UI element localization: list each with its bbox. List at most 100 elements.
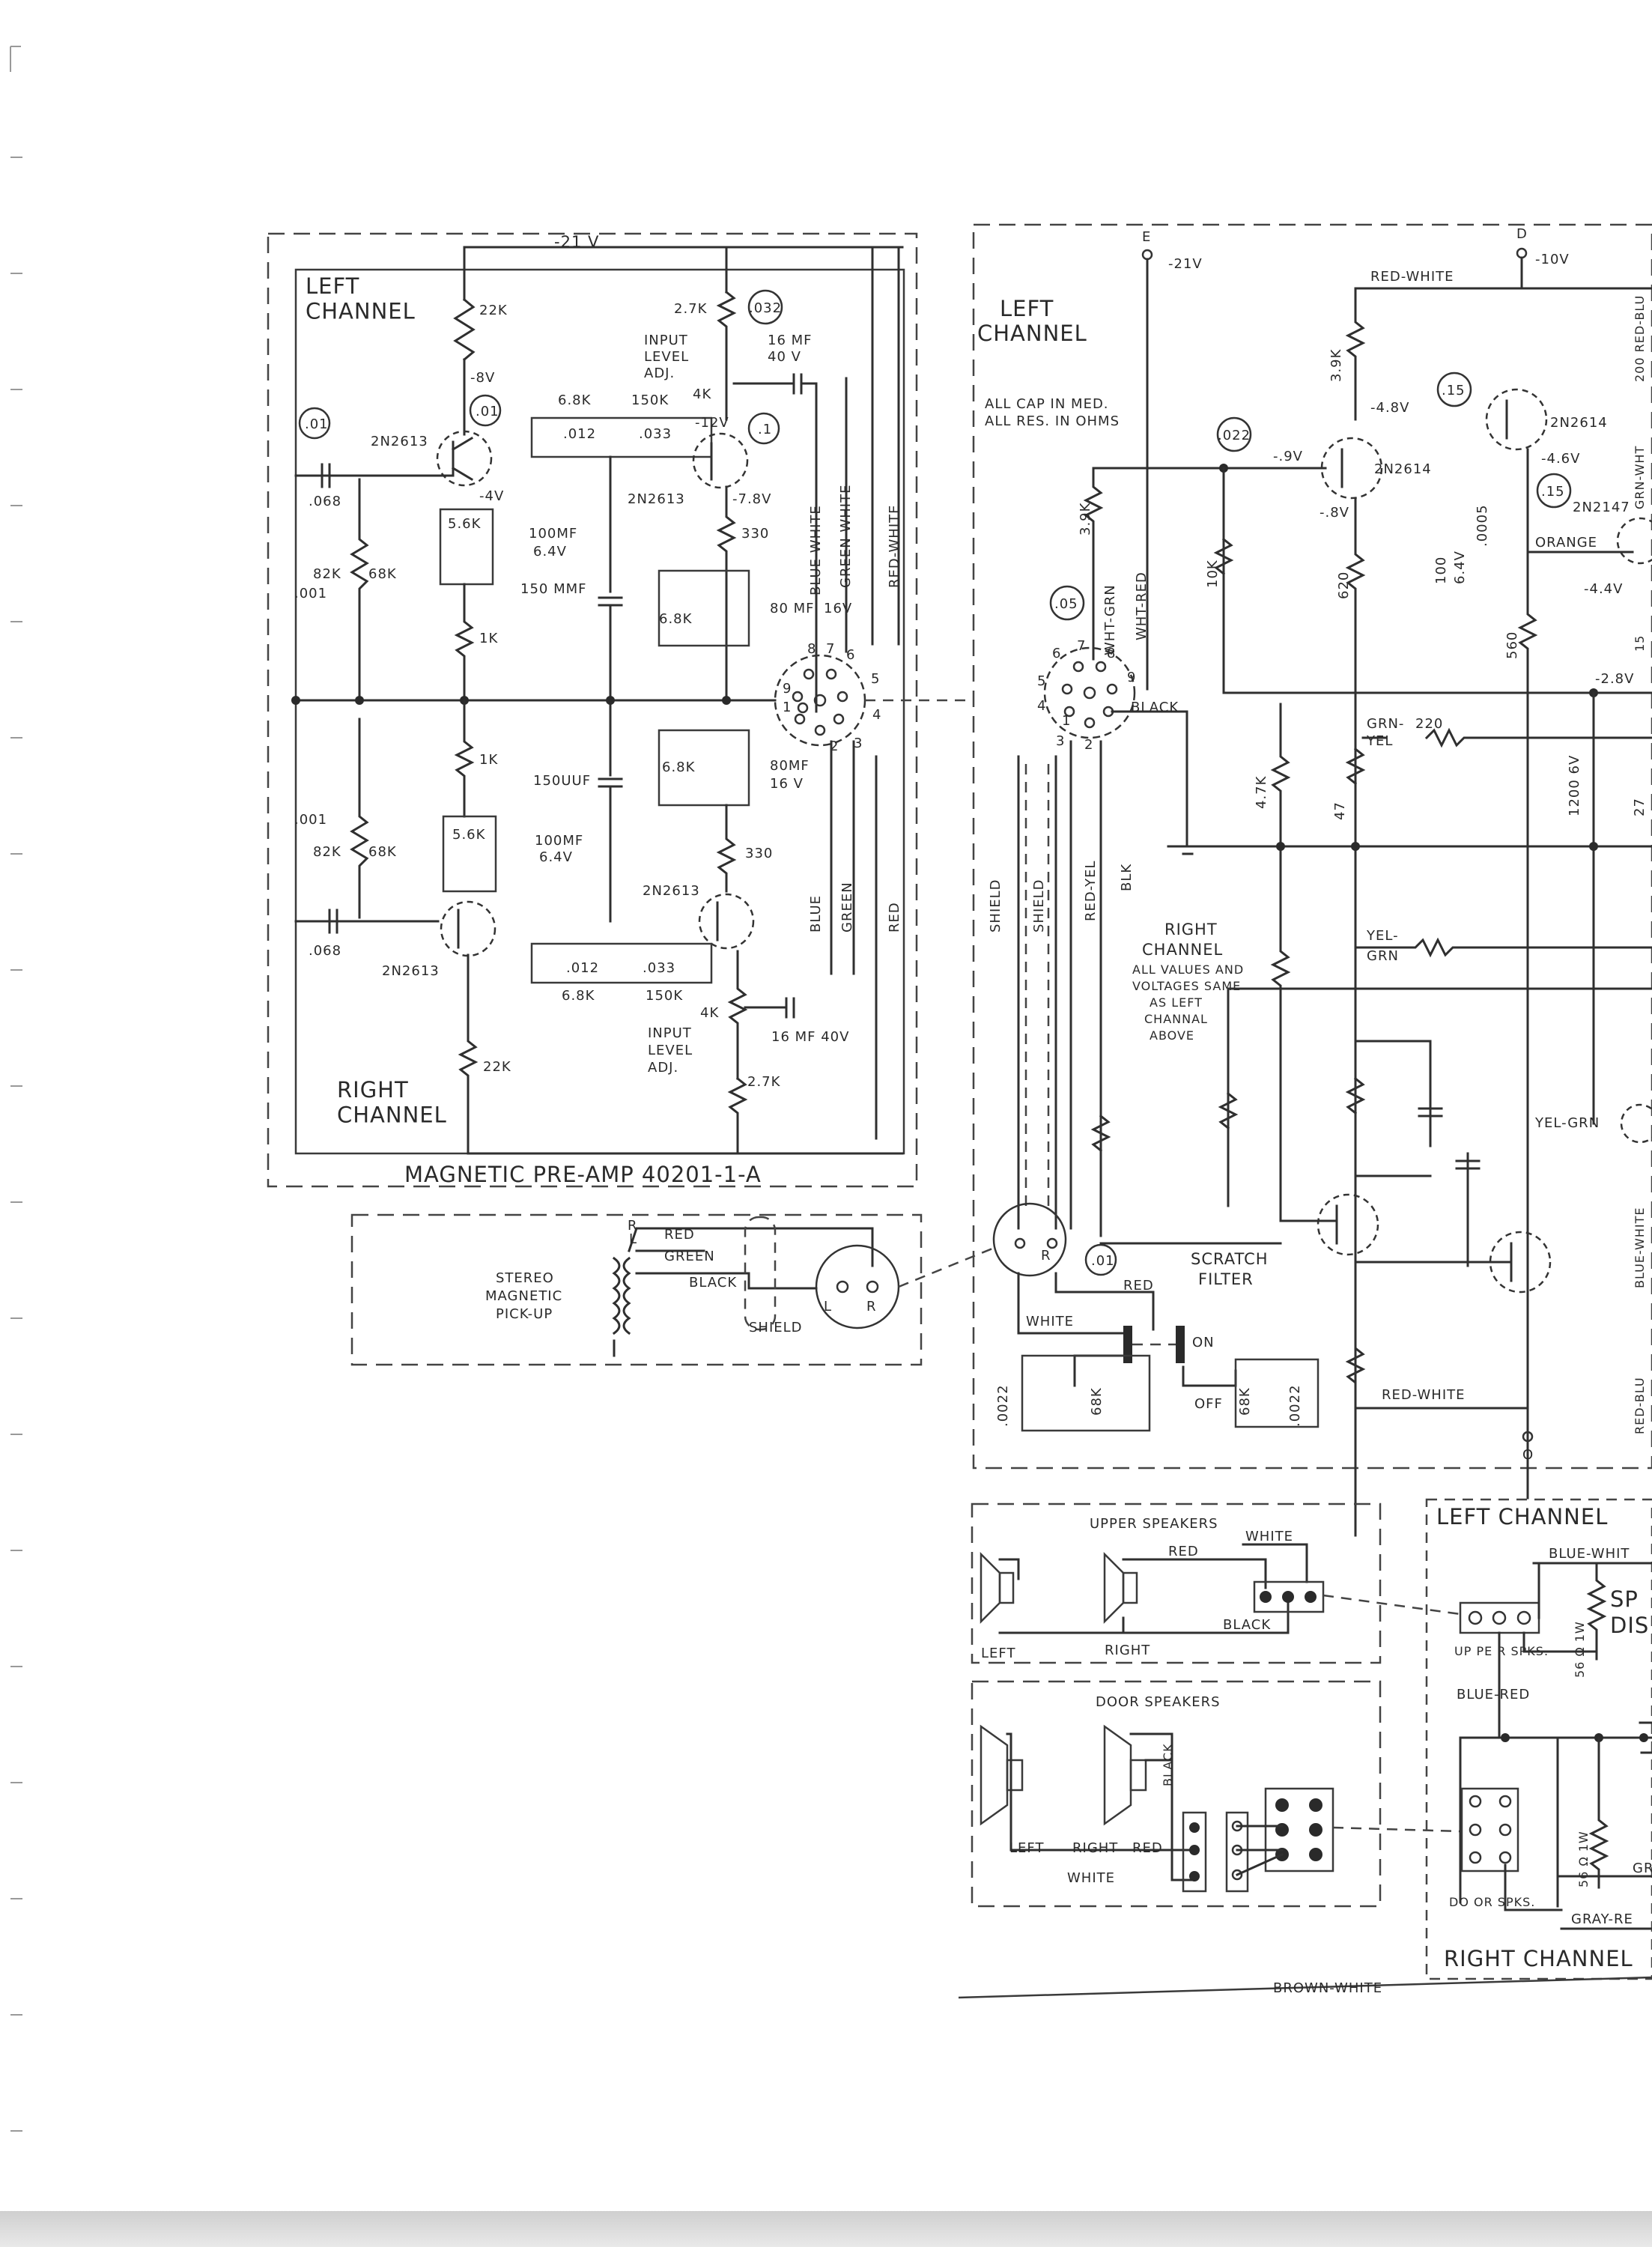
amp-r10k-label: 10K	[1205, 560, 1221, 588]
amp-v8-label: -.8V	[1320, 505, 1349, 521]
preamp-r1kb-label: 1K	[479, 752, 498, 768]
amp-red-yel-label: RED-YEL	[1083, 861, 1099, 922]
pickup-shield-label: SHIELD	[749, 1320, 803, 1335]
preamp-c150uuf-label: 150UUF	[533, 773, 591, 789]
amp-wht-red-label: WHT-RED	[1134, 571, 1150, 640]
amp-v44-label: -4.4V	[1584, 581, 1623, 597]
preamp-c001b-label: .001	[294, 812, 327, 828]
preamp-pin4-label: 4	[872, 707, 881, 723]
amp-right-channel-line6: CHANNAL	[1144, 1012, 1208, 1026]
amp-blk-label: BLK	[1119, 864, 1135, 891]
selector-dis-label: DIS	[1610, 1613, 1649, 1638]
amp-pin9-label: 9	[1127, 670, 1136, 685]
preamp-wire-red: RED	[887, 902, 902, 933]
amp-pin2-label: 2	[1084, 737, 1093, 753]
preamp-pin2-label: 2	[830, 739, 839, 754]
pickup-red-label: RED	[664, 1227, 695, 1243]
amp-e-terminal-label: E	[1142, 229, 1151, 245]
selector-blue-white-label: BLUE-WHIT	[1549, 1546, 1630, 1562]
door-speakers-left-label: LEFT	[1009, 1840, 1044, 1856]
amp-v10-label: -10V	[1535, 252, 1570, 267]
pickup-section: STEREO MAGNETIC PICK-UP R L RED GREEN BL…	[350, 1213, 997, 1366]
preamp-pin6-label: 6	[846, 647, 855, 663]
amp-right-channel-line4: VOLTAGES SAME	[1132, 979, 1241, 993]
amp-r68ka-label: 68K	[1089, 1387, 1105, 1416]
selector-r56b-label: 56 Ω 1W	[1576, 1831, 1591, 1887]
amp-yel-grn2-label: YEL-GRN	[1534, 1115, 1600, 1131]
amp-right-channel-line2: CHANNEL	[1142, 941, 1223, 959]
amp-r620-label: 620	[1336, 571, 1352, 599]
amp-right-channel-line1: RIGHT	[1164, 921, 1218, 938]
preamp-r68kc-label: 6.8K	[659, 611, 693, 627]
amp-q-2n2614b-label: 2N2614	[1374, 461, 1432, 477]
amp-r68kb-label: 68K	[1237, 1387, 1253, 1416]
amp-r47k-label: 4.7K	[1254, 775, 1269, 809]
amp-right-channel-line5: AS LEFT	[1150, 995, 1203, 1010]
preamp-c80mf-label: 80 MF	[770, 601, 815, 616]
page-margin-marks	[10, 46, 22, 2132]
amp-pin5-label: 5	[1037, 673, 1046, 689]
preamp-r56kb-label: 5.6K	[452, 827, 486, 843]
amplifier-section: LEFT CHANNEL ALL CAP IN MED. ALL RES. IN…	[972, 223, 1652, 1537]
preamp-c16mf-label: 16 MF	[768, 333, 813, 348]
preamp-c16vb-label: 16 V	[770, 776, 804, 792]
selector-gray-red-label: GRAY-RE	[1571, 1911, 1633, 1927]
amp-scratch-line2: FILTER	[1198, 1270, 1254, 1288]
amp-grn-wht-label: GRN-WHT	[1633, 446, 1647, 509]
amp-c0022b-label: .0022	[1287, 1384, 1303, 1427]
preamp-r330b-label: 330	[745, 846, 773, 861]
amp-note-line2: ALL RES. IN OHMS	[985, 413, 1120, 429]
door-speakers-right-label: RIGHT	[1072, 1840, 1118, 1856]
amp-ref15a-label: .15	[1442, 383, 1466, 398]
pickup-jack-l-label: L	[824, 1299, 832, 1314]
preamp-r68kb-label: 6.8K	[558, 392, 592, 408]
door-speakers-black-label: BLACK	[1161, 1743, 1175, 1786]
pickup-black-label: BLACK	[689, 1275, 737, 1291]
amp-red-white-label: RED-WHITE	[1370, 269, 1454, 285]
preamp-adj-label: ADJ.	[644, 366, 675, 381]
selector-r56a-label: 56 Ω 1W	[1573, 1621, 1587, 1678]
preamp-c068b-label: .068	[309, 943, 341, 959]
upper-speakers-title: UPPER SPEAKERS	[1090, 1516, 1218, 1532]
preamp-r68kbb-label: 68K	[368, 844, 397, 860]
pickup-title-line2: MAGNETIC	[485, 1288, 562, 1304]
preamp-v4-label: -4V	[479, 488, 504, 504]
amp-r39k-label: 3.9K	[1328, 348, 1344, 382]
amp-left-channel-line2: CHANNEL	[977, 321, 1087, 346]
amp-c0022a-label: .0022	[995, 1384, 1011, 1427]
amp-pin4-label: 4	[1037, 698, 1046, 714]
amp-yel-grn-line1: YEL-	[1366, 928, 1399, 944]
amp-r27-label: 27	[1632, 798, 1648, 816]
selector-gr-label: GR	[1633, 1861, 1652, 1876]
amp-yel-label: YEL	[1366, 733, 1393, 749]
amp-scratch-line1: SCRATCH	[1191, 1250, 1269, 1268]
amp-wht-grn-label: WHT-GRN	[1102, 584, 1118, 655]
preamp-c40v-label: 40 V	[768, 349, 801, 365]
amp-pin3-label: 3	[1056, 733, 1065, 749]
amp-shield2-label: SHIELD	[1031, 879, 1047, 933]
amp-jack-r-label: R	[1041, 1248, 1051, 1264]
amp-c1200-label: 1200 6V	[1567, 755, 1582, 816]
preamp-pin5-label: 5	[871, 671, 880, 687]
door-speakers-title: DOOR SPEAKERS	[1096, 1694, 1221, 1710]
pickup-l-label: L	[629, 1231, 637, 1247]
amp-r39kb-label: 3.9K	[1078, 502, 1093, 536]
preamp-q3-label: 2N2613	[643, 883, 700, 899]
amp-v48-label: -4.8V	[1370, 400, 1409, 416]
amp-q-2n2147-label: 2N2147	[1573, 500, 1630, 515]
amp-shield1-label: SHIELD	[988, 879, 1003, 933]
amp-red-blu-label: RED-BLU	[1633, 1377, 1647, 1434]
preamp-c80mfb-label: 80MF	[770, 758, 810, 774]
amp-white-label: WHITE	[1026, 1314, 1074, 1329]
amp-black-label: BLACK	[1131, 700, 1179, 715]
preamp-v78-label: -7.8V	[732, 491, 771, 507]
amp-v9-label: -.9V	[1273, 449, 1303, 464]
preamp-wire-red-white: RED-WHITE	[887, 504, 902, 588]
amp-r220-label: 220	[1415, 716, 1443, 732]
preamp-r68kd-label: 6.8K	[662, 759, 696, 775]
preamp-wire-green: GREEN	[839, 882, 855, 933]
